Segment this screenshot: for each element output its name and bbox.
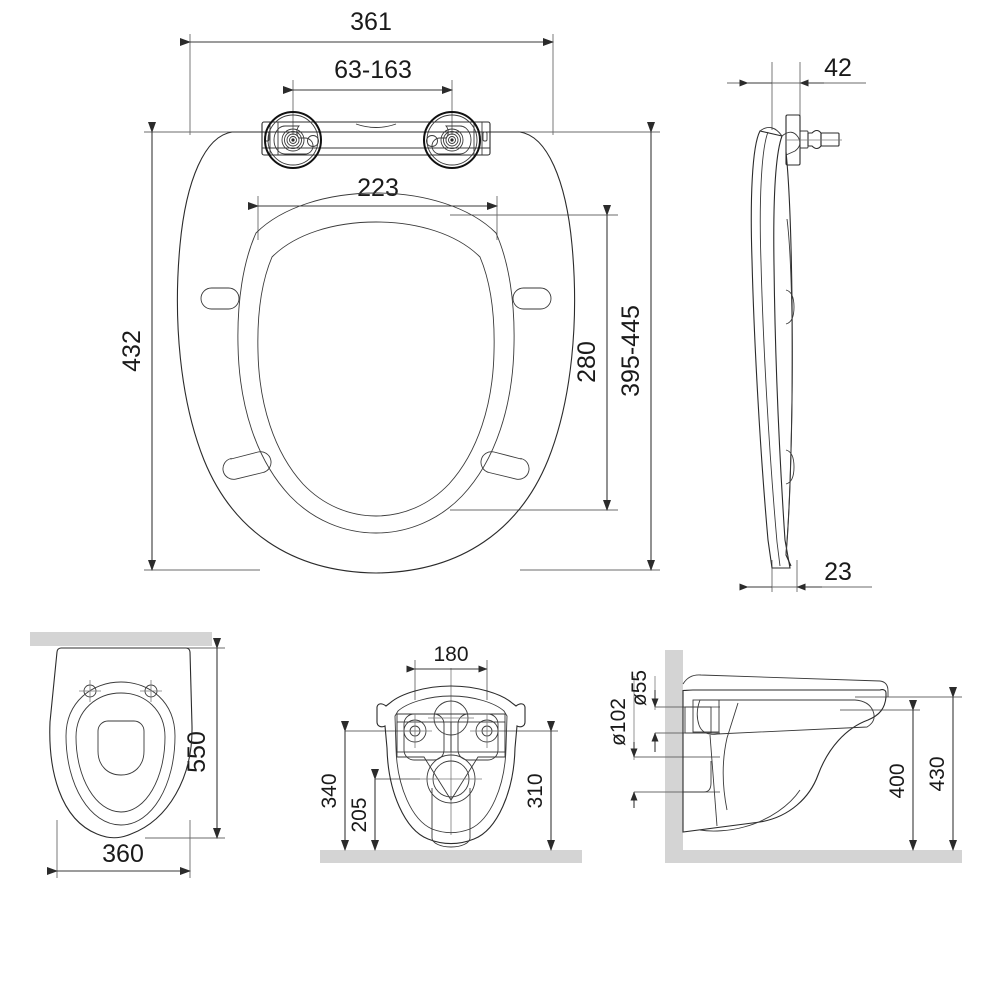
dimension-430-label: 430: [926, 756, 949, 791]
dimension-310: 310: [524, 721, 555, 851]
dimension-223-label: 223: [357, 174, 399, 202]
bowl-side-lower-sweep: [699, 789, 801, 832]
bowl-top-seat-ring: [65, 681, 176, 826]
bowl-back-bolt-holes: [398, 714, 504, 748]
dimension-180-label: 180: [433, 643, 468, 666]
bowl-top-view: 550 360: [30, 632, 225, 878]
dimension-432: 432: [118, 122, 156, 571]
seat-top-extension-lines: [144, 34, 660, 571]
wall-band-vertical: [665, 650, 683, 862]
bowl-back-outlet: [420, 754, 482, 848]
dimension-42-label: 42: [824, 54, 852, 82]
seat-hinge-left: [264, 111, 322, 169]
dimension-280: 280: [573, 205, 611, 511]
dimension-63-163: 63-163: [283, 56, 453, 94]
bowl-side-inlet-port: [684, 699, 720, 734]
seat-lid-outline: [176, 131, 576, 574]
bowl-top-outline: [49, 647, 193, 839]
bowl-top-mount-holes: [79, 680, 162, 702]
bowl-back-view: 180 340 205 310: [318, 643, 582, 863]
seat-top-view: 361 63-163 223 432 280 395-445: [118, 8, 660, 574]
dimension-340: 340: [318, 721, 349, 851]
seat-side-profile: [750, 127, 801, 569]
dimension-361: 361: [180, 8, 554, 46]
dimension-432-label: 432: [118, 330, 146, 372]
dimension-23-label: 23: [824, 558, 852, 586]
seat-side-view: 42 23: [727, 54, 872, 592]
floor-band-middle: [320, 850, 582, 863]
dimension-23: 23: [739, 558, 852, 591]
dimension-102-label: ø102: [607, 698, 630, 746]
dimension-360-label: 360: [102, 840, 144, 868]
bowl-side-outline: [682, 689, 887, 833]
seat-hinge-right: [423, 111, 481, 169]
dimension-180: 180: [406, 643, 488, 673]
dimension-310-label: 310: [524, 773, 547, 808]
floor-band-right: [665, 850, 962, 863]
dimension-42: 42: [739, 54, 852, 87]
seat-side-hinge-fitting: [785, 114, 842, 166]
wall-band-top: [30, 632, 212, 646]
bowl-back-bolt-pockets: [396, 713, 506, 761]
dimension-205: 205: [348, 769, 379, 851]
seat-opening: [257, 221, 495, 517]
dimension-400-label: 400: [886, 763, 909, 798]
dimension-223: 223: [248, 174, 498, 210]
dimension-205-label: 205: [348, 797, 371, 832]
bowl-side-outlet-pipe: [683, 761, 712, 793]
dimension-63-163-label: 63-163: [334, 56, 412, 84]
seat-bumper-pads: [200, 287, 552, 480]
dimension-430: 430: [926, 687, 957, 851]
bowl-side-rim-top: [682, 674, 889, 697]
bowl-back-flush-inlet: [428, 700, 474, 736]
bowl-side-seat-contour: [696, 699, 875, 735]
dimension-55: ø55: [628, 670, 659, 752]
seat-ring-outer: [237, 192, 515, 534]
bowl-back-outline: [376, 685, 526, 845]
dimension-102: ø102: [607, 698, 638, 808]
dimension-280-label: 280: [573, 341, 601, 383]
dimension-550: 550: [183, 638, 221, 839]
bowl-side-section-view: ø55 ø102 400 430: [607, 650, 962, 863]
dimension-55-label: ø55: [628, 670, 651, 706]
bowl-side-inner-contour: [709, 734, 718, 827]
bowl-top-inner-bowl: [75, 692, 166, 813]
bowl-top-water-spot: [97, 720, 145, 776]
bowl-back-inner-outline: [394, 695, 508, 834]
dimension-361-label: 361: [350, 8, 392, 36]
dimension-395-445: 395-445: [617, 122, 655, 571]
dimension-395-445-label: 395-445: [617, 305, 645, 397]
dimension-360: 360: [47, 840, 191, 875]
dimension-340-label: 340: [318, 773, 341, 808]
bowl-back-mount-plate: [396, 713, 506, 801]
dimension-400: 400: [886, 700, 917, 851]
